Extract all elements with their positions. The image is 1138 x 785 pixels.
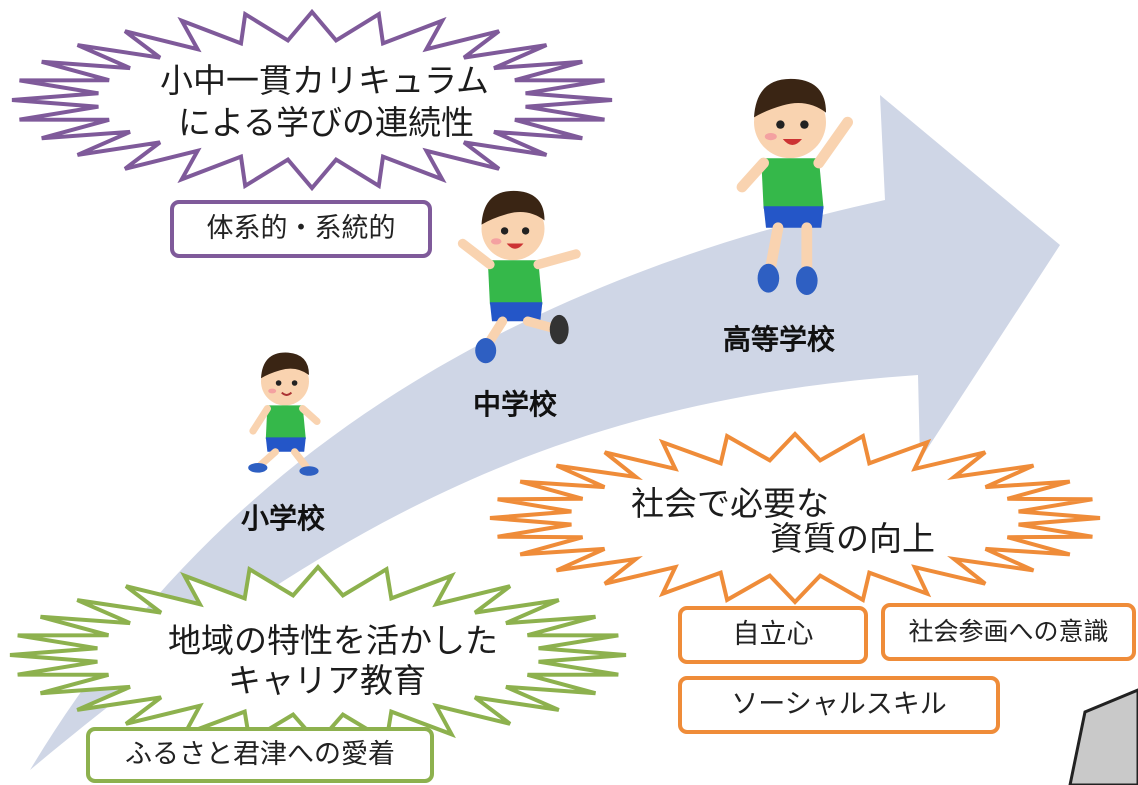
curriculum-starburst [11, 8, 613, 192]
stage-label-junior-high: 中学校 [473, 388, 558, 421]
hometown-attachment-box: ふるさと君津への愛着 [86, 727, 434, 783]
social-burst-line1: 社会で必要な [631, 484, 829, 523]
career-burst-line1: 地域の特性を活かした [168, 621, 498, 660]
independence-box: 自立心 [678, 606, 868, 664]
stage-label-elementary: 小学校 [241, 502, 326, 535]
corner-decoration [1068, 688, 1138, 785]
social-skills-box: ソーシャルスキル [678, 676, 1000, 734]
systematic-box: 体系的・系統的 [170, 200, 432, 258]
child-running-illustration [457, 190, 581, 364]
child-walking-illustration [248, 352, 321, 476]
social-skills-starburst [489, 431, 1101, 605]
career-burst-line2: キャリア教育 [228, 661, 426, 700]
curriculum-burst-line1: 小中一貫カリキュラム [160, 61, 490, 100]
career-education-starburst [9, 563, 627, 747]
social-participation-box: 社会参画への意識 [881, 603, 1136, 661]
child-jumping-illustration [736, 78, 854, 295]
social-burst-line2: 資質の向上 [770, 519, 935, 558]
stage-label-high-school: 高等学校 [723, 323, 836, 356]
curriculum-burst-line2: による学びの連続性 [178, 103, 475, 142]
